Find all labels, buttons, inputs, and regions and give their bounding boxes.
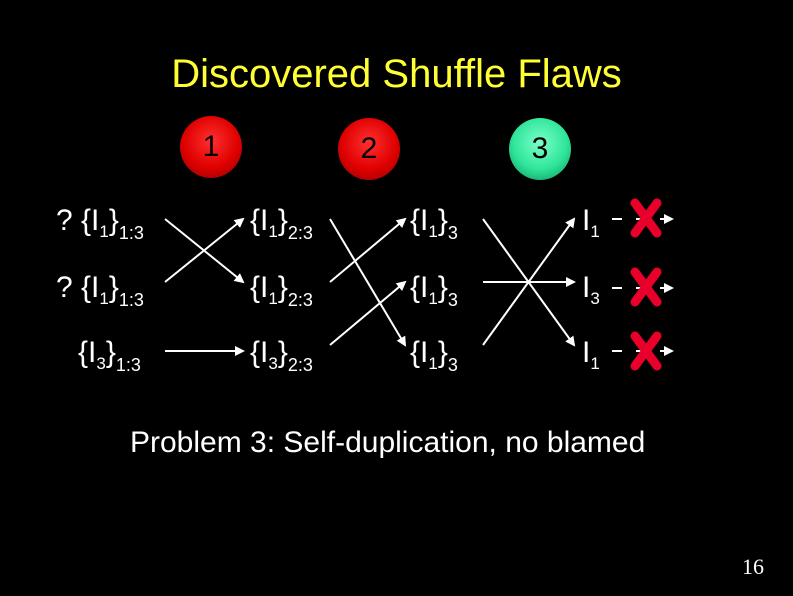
red-x-icon [630, 267, 662, 307]
stage-circle-1: 1 [180, 116, 242, 178]
row-1-col-1: ? {I1}1:3 [56, 204, 144, 243]
wire-s2-a [329, 218, 407, 347]
stage-circle-3: 3 [509, 118, 571, 180]
row-1-mark: ? [56, 204, 73, 237]
slide-title: Discovered Shuffle Flaws [171, 52, 622, 96]
stage-circle-2-label: 2 [360, 132, 378, 165]
row-2-mark: ? [56, 271, 73, 304]
red-x-icon [630, 198, 662, 238]
row-2-col-4: I3 [582, 271, 600, 308]
row-3-col-4: I1 [582, 336, 600, 373]
row-1-col-4: I1 [582, 204, 600, 241]
row-1-col-2: {I1}2:3 [250, 204, 313, 243]
wire-s2-c [329, 280, 407, 346]
row-3-col-3: {I1}3 [410, 336, 458, 375]
wire-s1-b [164, 218, 245, 284]
row-2-col-1: ? {I1}1:3 [56, 271, 144, 310]
row-1-col-3: {I1}3 [410, 204, 458, 243]
row-3-col-2: {I3}2:3 [250, 336, 313, 375]
row-2-col-2: {I1}2:3 [250, 271, 313, 310]
wire-s2-b [329, 217, 407, 283]
stage-circle-2: 2 [338, 118, 400, 180]
page-number: 16 [742, 554, 764, 579]
problem-statement: Problem 3: Self-duplication, no blamed [130, 426, 646, 459]
row-3-col-1: {I3}1:3 [78, 336, 141, 375]
row-2-col-3: {I1}3 [410, 271, 458, 310]
wire-s3-c [482, 217, 576, 346]
stage-circle-3-label: 3 [531, 132, 549, 165]
red-x-icon [630, 331, 662, 371]
stage-circle-1-label: 1 [202, 130, 220, 163]
